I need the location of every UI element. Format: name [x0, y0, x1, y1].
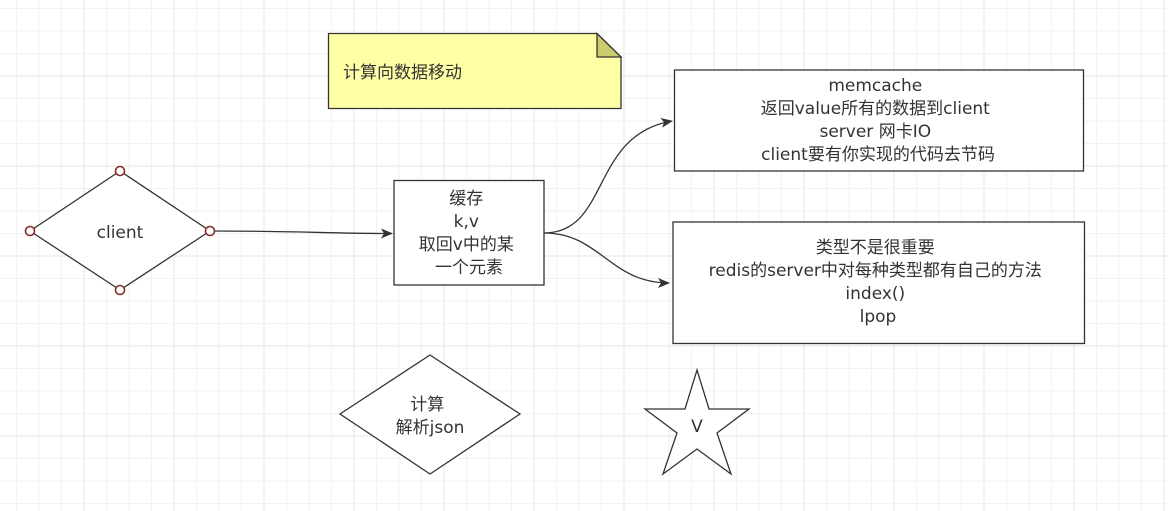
cache-line-3: 取回v中的某	[419, 235, 514, 255]
memcache-line-3: server 网卡IO	[819, 122, 931, 142]
cache-line-4: 一个元素	[435, 258, 503, 278]
memcache-line-4: client要有你实现的代码去节码	[761, 145, 995, 165]
note-text: 计算向数据移动	[343, 63, 462, 83]
compute-line-1: 计算	[410, 395, 444, 415]
connection-handle-bottom[interactable]	[114, 284, 126, 296]
compute-line-2: 解析json	[396, 418, 465, 438]
client-label: client	[97, 223, 144, 243]
redis-box-rect	[672, 221, 1086, 345]
compute-diamond	[338, 354, 522, 475]
star-polygon	[643, 367, 751, 476]
compute-diamond-text: 计算 解析json	[396, 395, 465, 438]
memcache-box[interactable]: memcache 返回value所有的数据到client server 网卡IO…	[673, 69, 1085, 172]
cache-box-rect	[393, 179, 545, 286]
connection-handle-top[interactable]	[114, 165, 126, 177]
cache-box[interactable]: 缓存 k,v 取回v中的某 一个元素	[393, 179, 545, 286]
cache-line-1: 缓存	[449, 189, 483, 209]
redis-line-2: redis的server中对每种类型都有自己的方法	[709, 261, 1042, 281]
redis-box[interactable]: 类型不是很重要 redis的server中对每种类型都有自己的方法 index(…	[672, 221, 1086, 345]
connection-handle-right[interactable]	[204, 225, 216, 237]
memcache-line-1: memcache	[828, 76, 922, 96]
compute-diamond-shape[interactable]: 计算 解析json	[338, 354, 522, 475]
redis-line-4: lpop	[860, 307, 897, 327]
memcache-box-rect	[673, 69, 1085, 172]
note-body	[327, 32, 622, 110]
redis-line-3: index()	[845, 284, 905, 304]
edge-cache-to-memcache[interactable]	[543, 117, 673, 234]
redis-box-text: 类型不是很重要 redis的server中对每种类型都有自己的方法 index(…	[709, 238, 1048, 327]
note-shape[interactable]: 计算向数据移动	[327, 31, 623, 110]
star-label: V	[691, 417, 703, 437]
note-fold	[596, 31, 623, 58]
star-shape[interactable]: V	[643, 367, 751, 476]
redis-line-1: 类型不是很重要	[816, 238, 935, 258]
edge-cache-to-redis[interactable]	[543, 232, 670, 288]
edge-client-to-cache[interactable]	[209, 228, 393, 239]
memcache-box-text: memcache 返回value所有的数据到client server 网卡IO…	[761, 76, 996, 165]
memcache-line-2: 返回value所有的数据到client	[761, 99, 990, 119]
cache-line-2: k,v	[454, 212, 479, 232]
client-shape[interactable]: client	[24, 165, 216, 296]
connection-handle-left[interactable]	[24, 225, 36, 237]
cache-box-text: 缓存 k,v 取回v中的某 一个元素	[419, 189, 519, 278]
